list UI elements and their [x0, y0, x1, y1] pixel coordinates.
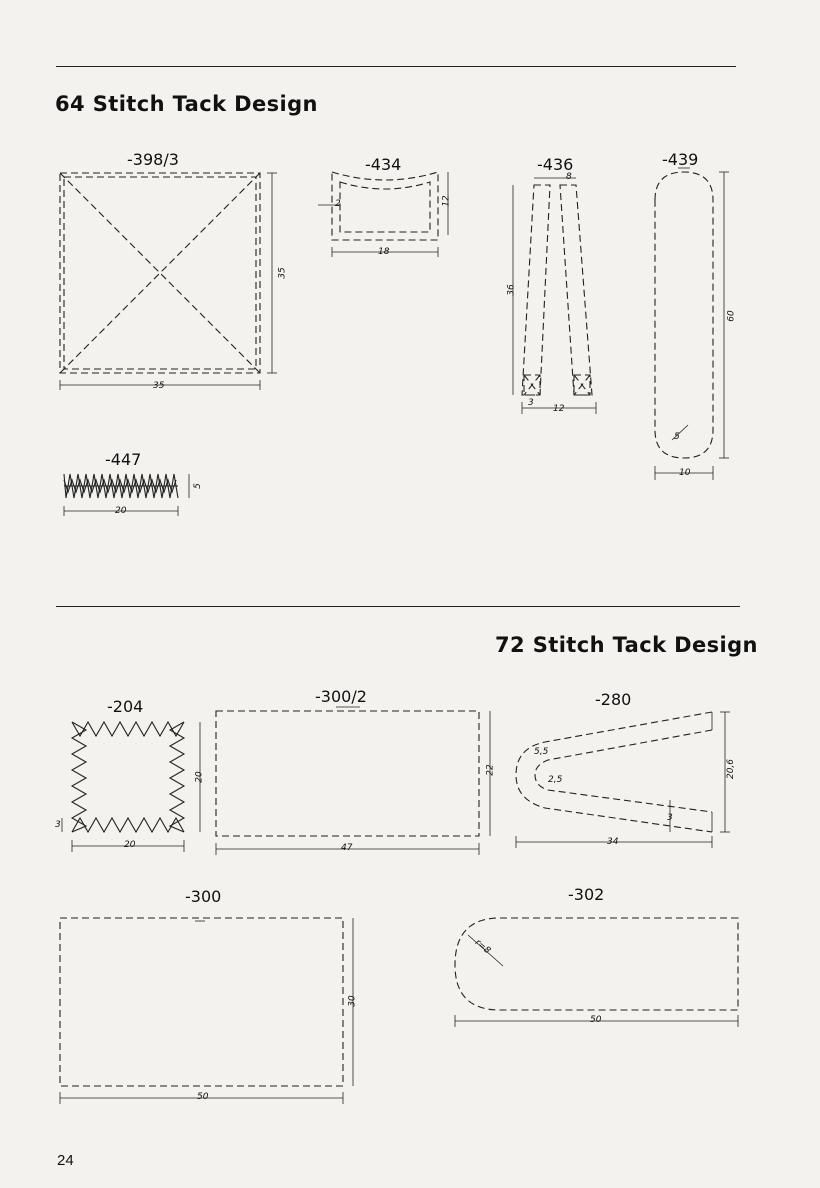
diagram-439: [655, 168, 729, 480]
diagram-300-2: [216, 707, 490, 855]
diagram-434: [318, 172, 448, 257]
dim-280-width: 34: [607, 837, 618, 847]
dim-436-top: 8: [566, 172, 572, 182]
dim-447-height: 5: [193, 483, 203, 489]
diagram-436: [513, 178, 596, 414]
diagram-447: [64, 474, 189, 516]
dim-436-height: 36: [507, 284, 517, 295]
dim-300-width: 50: [197, 1092, 208, 1102]
dim-204-height: 20: [195, 771, 205, 782]
dim-280-gap: 3: [667, 813, 673, 823]
dim-434-height: 12: [442, 195, 452, 206]
diagram-300: [60, 918, 353, 1104]
dim-280-r2: 2,5: [548, 775, 562, 785]
dim-436-foot: 3: [528, 398, 534, 408]
diagram-302: [455, 918, 738, 1027]
dim-398-height: 35: [278, 267, 288, 278]
dim-300-2-width: 47: [341, 843, 352, 853]
dim-302-width: 50: [590, 1015, 601, 1025]
dim-398-width: 35: [153, 381, 164, 391]
page-number: 24: [57, 1152, 74, 1169]
dim-439-width: 10: [679, 468, 690, 478]
dim-300-2-height: 22: [486, 764, 496, 775]
dim-447-width: 20: [115, 506, 126, 516]
dim-280-height: 20,6: [726, 759, 736, 779]
dim-300-height: 30: [348, 995, 358, 1006]
diagram-204: [62, 722, 200, 852]
dim-436-bottom: 12: [553, 404, 564, 414]
dim-434-margin: 2: [335, 199, 341, 209]
dim-439-height: 60: [727, 310, 737, 321]
dim-439-radius: 5: [674, 432, 680, 442]
dim-434-width: 18: [378, 247, 389, 257]
dim-280-r1: 5,5: [534, 747, 548, 757]
dim-204-width: 20: [124, 840, 135, 850]
dim-204-zig: 3: [55, 820, 61, 830]
diagram-398-3: [60, 173, 277, 390]
